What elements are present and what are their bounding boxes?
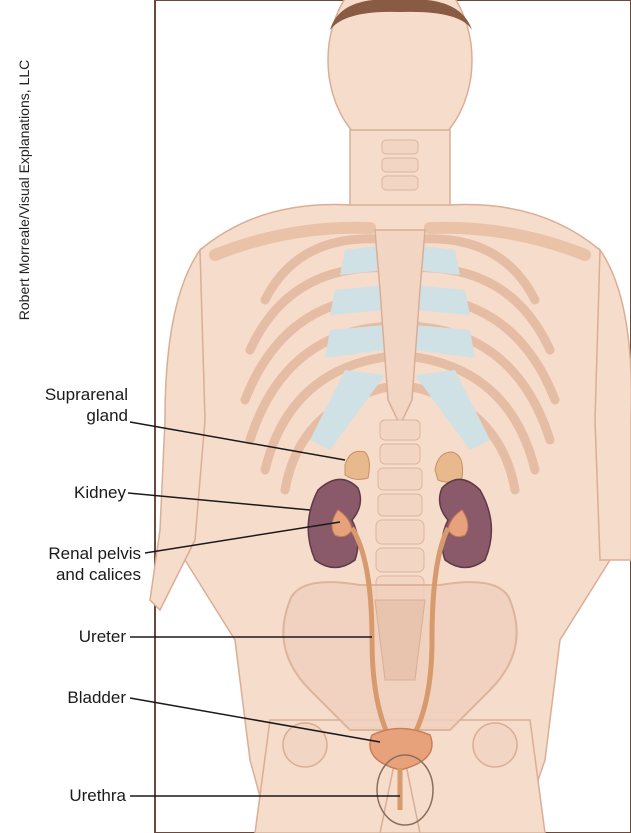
image-credit: Robert Morreale/Visual Explanations, LLC (16, 60, 32, 320)
label-ureter-text: Ureter (79, 626, 126, 647)
label-suprarenal-gland: Suprarenal gland (45, 384, 128, 426)
label-renal-line1: Renal pelvis (48, 543, 141, 564)
label-urethra-text: Urethra (69, 785, 126, 806)
label-renal-line2: and calices (48, 564, 141, 585)
label-renal-pelvis: Renal pelvis and calices (48, 543, 141, 585)
label-suprarenal-line2: gland (45, 405, 128, 426)
right-femur-head (473, 723, 517, 767)
label-urethra: Urethra (69, 785, 126, 806)
right-arm (595, 250, 631, 560)
label-kidney-text: Kidney (74, 482, 126, 503)
label-kidney: Kidney (74, 482, 126, 503)
left-femur-head (283, 723, 327, 767)
label-suprarenal-line1: Suprarenal (45, 384, 128, 405)
label-ureter: Ureter (79, 626, 126, 647)
label-bladder: Bladder (67, 687, 126, 708)
label-bladder-text: Bladder (67, 687, 126, 708)
